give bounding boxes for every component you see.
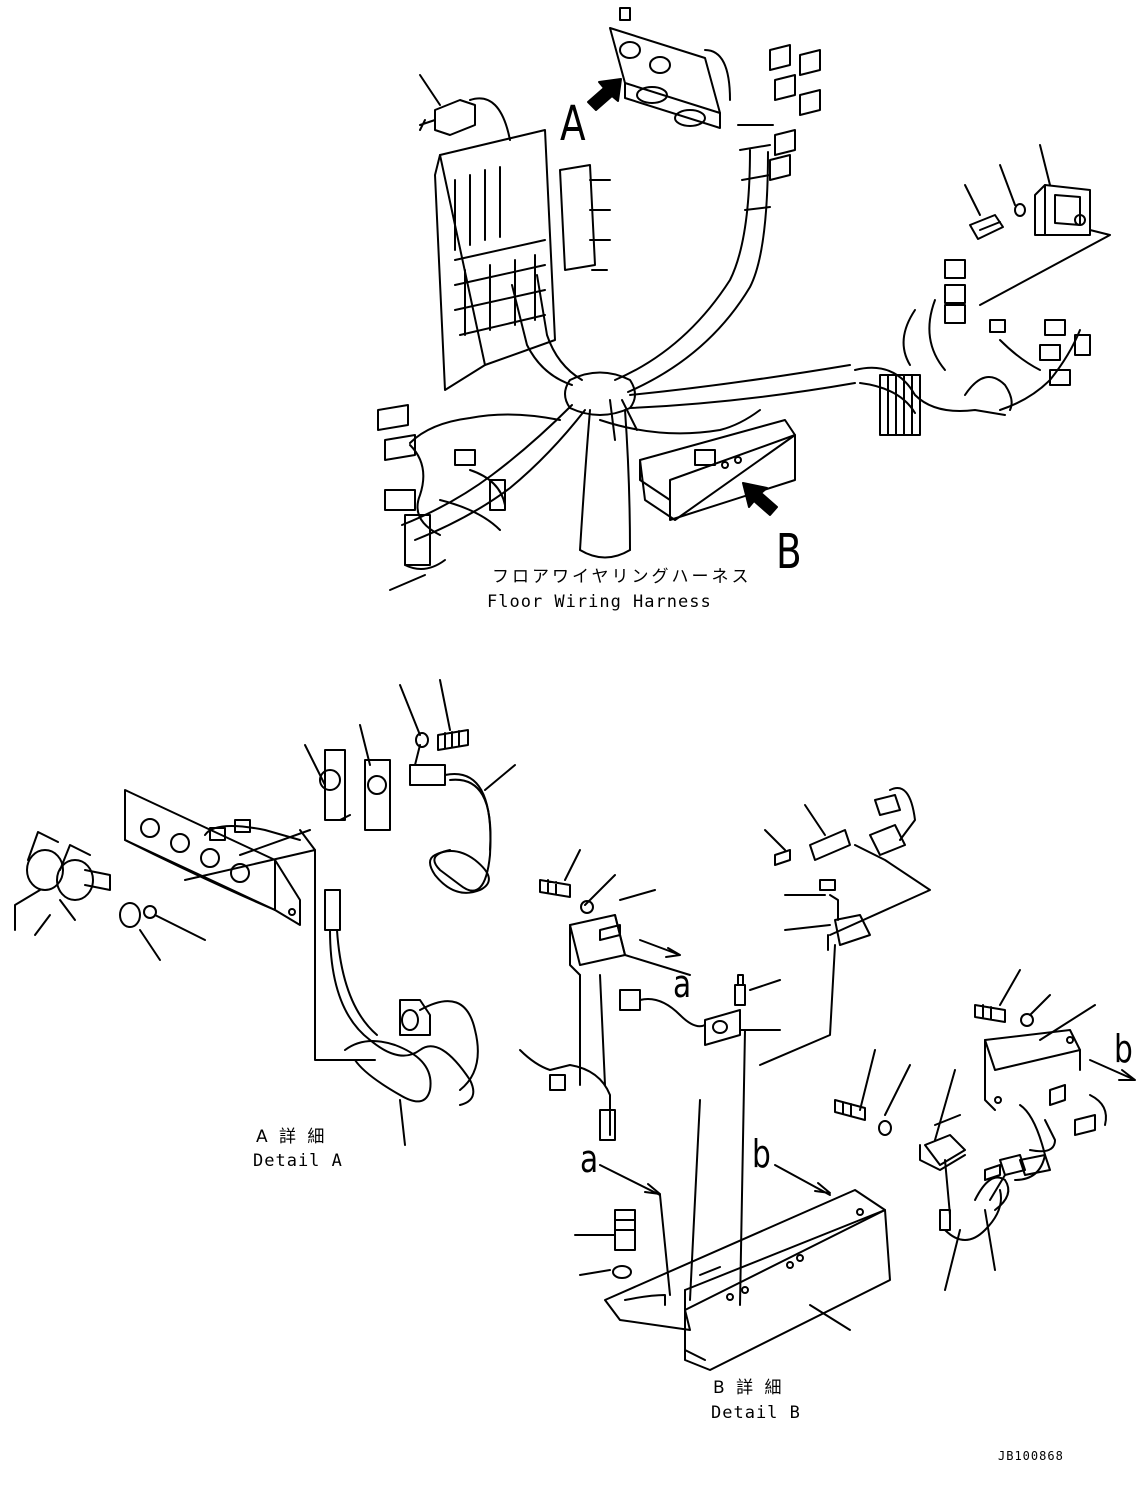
view-arrow-b	[743, 483, 777, 515]
harness-a-wires	[185, 820, 315, 880]
harness-title-japanese: フロアワイヤリングハーネス	[492, 567, 752, 587]
key-switch	[120, 903, 205, 960]
callout-a-top: A	[560, 96, 586, 152]
drawing-number: JB100868	[998, 1449, 1064, 1463]
callout-b-top: B	[776, 524, 802, 580]
callout-a-ref-2: a	[580, 1137, 599, 1181]
controller-unit	[965, 145, 1110, 305]
mounting-plate-a	[305, 745, 350, 820]
floor-wiring-harness	[390, 125, 1080, 590]
callout-b-ref-2: b	[752, 1132, 771, 1176]
relay-connector-top	[420, 75, 510, 140]
callout-b-ref-1: b	[1114, 1027, 1133, 1071]
view-arrow-a	[588, 79, 621, 110]
bracket-plate-a	[360, 725, 390, 830]
bracket-b-assembled	[640, 420, 795, 520]
detail-a-label-english: Detail A	[253, 1151, 343, 1171]
harness-b-right	[975, 1120, 1055, 1270]
bolt-washer-b4	[835, 1050, 910, 1135]
harness-b-left	[520, 1050, 615, 1140]
bundle-connectors	[880, 260, 1090, 435]
right-connectors	[770, 45, 820, 180]
detail-b-label-japanese: B 詳 細	[713, 1378, 785, 1398]
relay-box	[570, 890, 690, 1085]
relay-b2	[920, 1070, 1001, 1290]
bracket-b-detail	[605, 1190, 890, 1370]
detail-b-label-english: Detail B	[711, 1403, 801, 1423]
switch-panel-a	[610, 8, 730, 128]
bolt-washer-a	[400, 680, 468, 765]
fuse-relay-block	[435, 130, 610, 390]
buzzer-unit	[620, 975, 780, 1045]
plug-connector-b	[765, 788, 930, 935]
bolt-washer-b1	[540, 850, 615, 913]
detail-a-panel	[125, 790, 300, 925]
switch-assembly-b	[985, 1030, 1106, 1180]
bolt-washer-b2	[575, 1210, 635, 1278]
harness-a-loop	[410, 765, 515, 893]
leader-lines-b	[690, 945, 835, 1305]
left-connectors	[378, 405, 505, 565]
callout-arrows	[600, 940, 1135, 1295]
callout-a-ref-1: a	[673, 962, 692, 1006]
relay-small-b	[785, 880, 870, 950]
harness-a-lower	[325, 890, 478, 1145]
detail-a-label-japanese: A 詳 細	[256, 1127, 328, 1147]
leader-frame-a	[300, 830, 375, 1060]
bolt-washer-b3	[975, 970, 1095, 1040]
cigarette-lighter-sockets	[15, 832, 110, 935]
harness-title-english: Floor Wiring Harness	[487, 592, 712, 612]
